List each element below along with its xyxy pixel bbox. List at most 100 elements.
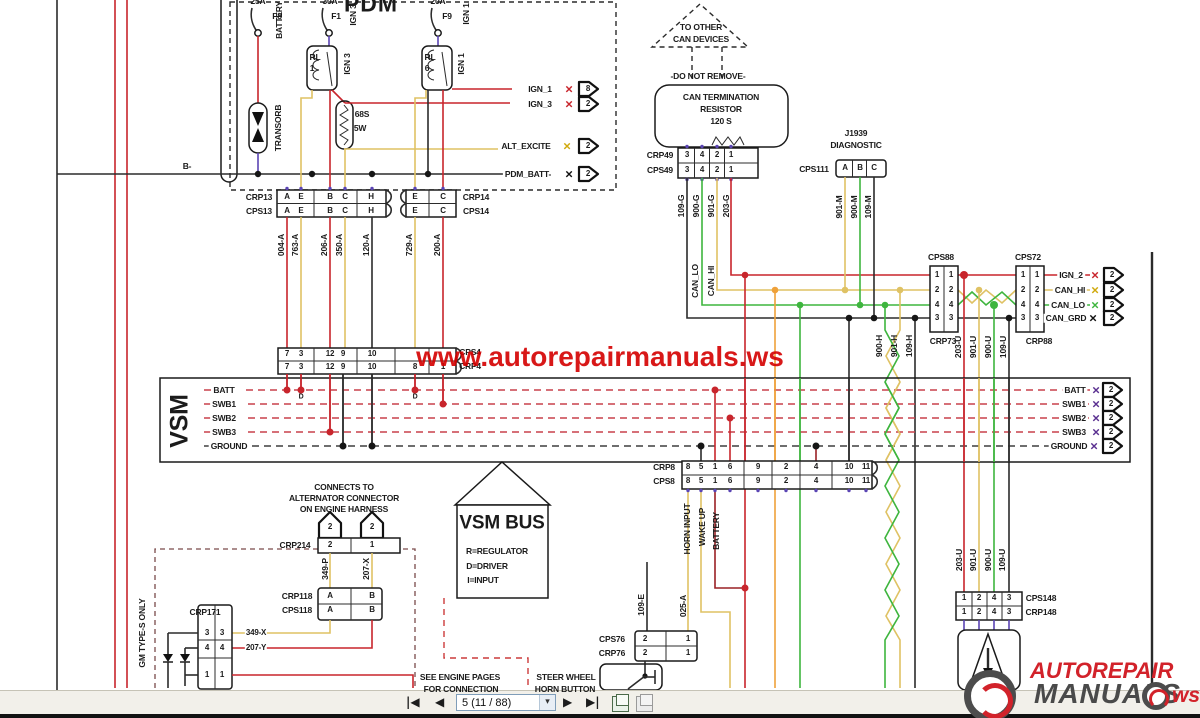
connector-name: CPS118 (282, 604, 312, 615)
pin-number: 7 (284, 362, 290, 371)
pin-number: 9 (340, 362, 346, 371)
pin-number: 8 (412, 362, 418, 371)
pin-number: 10 (367, 362, 377, 371)
vsm-row-label: SWB1 (210, 398, 238, 409)
pin-number: 1 (948, 270, 954, 279)
fuse-name: F9 (442, 10, 452, 21)
pin-number: 2 (976, 607, 982, 616)
pin-number: 2 (783, 462, 789, 471)
x-mark: × (565, 96, 573, 112)
pin-number: 3 (219, 628, 225, 637)
pin-number: 4 (991, 593, 997, 602)
pin-number: E (412, 206, 418, 215)
pin-number: B (327, 192, 333, 201)
pin-number: 9 (755, 476, 761, 485)
wire-label: HORN INPUT (681, 503, 692, 555)
pentagon-count: 2 (327, 522, 333, 531)
wire-label: 207-Y (244, 643, 268, 652)
pin-number: 3 (1006, 607, 1012, 616)
pin-number: B (369, 591, 375, 600)
copy-page-icon[interactable] (612, 694, 629, 712)
vsm-row-label: SWB3 (210, 426, 238, 437)
fuse-name: F1 (331, 10, 341, 21)
x-mark: × (1092, 396, 1100, 412)
connector-name: CPS88 (928, 251, 954, 262)
wire-label: CAN_LO (689, 264, 700, 298)
pin-number: 3 (948, 313, 954, 322)
pentagon-count: 2 (585, 99, 591, 108)
pin-number: 2 (948, 285, 954, 294)
pin-number: 11 (861, 462, 871, 471)
pentagon-count: 2 (1108, 385, 1114, 394)
can-devices-note: TO OTHER (679, 21, 723, 32)
pin-number: 4 (948, 300, 954, 309)
pin-number: 1 (204, 670, 210, 679)
connector-name: CPS8 (653, 475, 675, 486)
crp13-crp14-connectors (276, 186, 457, 348)
x-mark: × (565, 81, 573, 97)
pdm-output-label: ALT_EXCITE (499, 140, 553, 151)
pin-number: 10 (844, 462, 854, 471)
wire-label: 901-U (967, 548, 978, 572)
vsm-row-label: SWB3 (1060, 426, 1088, 437)
pin-number: 2 (714, 165, 720, 174)
connector-name: CPS49 (647, 164, 673, 175)
pin-number: H (368, 206, 374, 215)
section-label: GM TYPE-S ONLY (136, 598, 147, 668)
pin-number: 1 (1034, 270, 1040, 279)
pin-number: 4 (1020, 300, 1026, 309)
driver-mark: D (412, 393, 418, 401)
wire-label: 900-U (982, 548, 993, 572)
pin-number: 1 (961, 593, 967, 602)
wire-label: 120-A (360, 233, 371, 257)
pentagon-count: 2 (1109, 270, 1115, 279)
note-line: STEER WHEEL (536, 671, 596, 682)
pin-number: 8 (685, 462, 691, 471)
pin-number: 10 (367, 349, 377, 358)
component-label: RESISTOR (700, 103, 742, 114)
pentagon-count: 2 (1108, 399, 1114, 408)
vsm-title: VSM (165, 394, 194, 448)
pin-number: 3 (684, 150, 690, 159)
logo-small-swirl-icon (1142, 682, 1170, 710)
pin-number: 7 (284, 349, 290, 358)
next-page-button[interactable]: ▶ (561, 693, 574, 712)
relay-name: 6 (424, 62, 430, 73)
fuse-circuit-label: IGN 1 (460, 3, 471, 25)
page-number-combobox[interactable]: 5 (11 / 88) ▾ (456, 694, 556, 711)
connector-name: CPS111 (799, 163, 829, 174)
wire-label: 901-H (888, 334, 899, 358)
fuse-rating: 25A (250, 0, 266, 6)
pin-number: 4 (699, 165, 705, 174)
connector-name: CPS148 (1025, 592, 1057, 603)
pin-number: 2 (783, 476, 789, 485)
dropdown-arrow-icon[interactable]: ▾ (539, 695, 555, 710)
pdm-output-label: PDM_BATT- (502, 168, 554, 179)
wire-label: 763-A (289, 233, 300, 257)
vsm-row-label: SWB1 (1060, 398, 1088, 409)
pentagon-count: 2 (1109, 300, 1115, 309)
watermark-text: www.autorepairmanuals.ws (416, 341, 784, 372)
pin-number: B (857, 163, 863, 172)
connector-name: CPS13 (246, 205, 272, 216)
logo-word-top: AUTOREPAIR (1030, 658, 1174, 683)
fuse-circuit-label: BATTERY (273, 1, 284, 39)
pin-number: 4 (699, 150, 705, 159)
pin-number: 1 (685, 648, 691, 657)
first-page-button[interactable]: |◀ (404, 693, 422, 712)
connector-name: CRP214 (279, 539, 311, 550)
page-borders (56, 0, 1154, 690)
pin-number: 3 (298, 349, 304, 358)
previous-page-button[interactable]: ◀ (433, 693, 446, 712)
pentagon-count: 2 (1109, 313, 1115, 322)
pin-number: 4 (1034, 300, 1040, 309)
connector-name: CRP8 (653, 461, 675, 472)
last-page-button[interactable]: ▶| (584, 693, 602, 712)
wiring-diagram (56, 0, 1154, 690)
pin-number: 2 (714, 150, 720, 159)
pin-number: 1 (1020, 270, 1026, 279)
pdm-output-label: IGN_3 (526, 98, 554, 109)
pin-number: 11 (861, 476, 871, 485)
page-number-value: 5 (11 / 88) (462, 697, 512, 709)
pin-number: 12 (325, 362, 335, 371)
